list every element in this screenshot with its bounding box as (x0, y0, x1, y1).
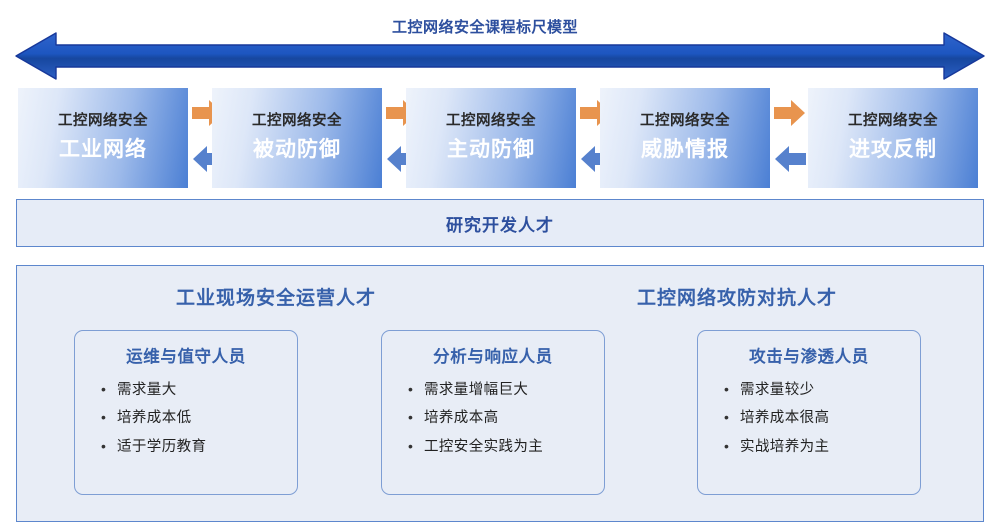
list-item-label: 需求量较少 (740, 382, 815, 398)
list-item-label: 培养成本低 (117, 410, 192, 427)
bullet-icon: • (408, 381, 414, 397)
group-title-field-operations: 工业现场安全运营人才 (175, 288, 376, 309)
maturity-level-strip: 工控网络安全 工业网络 工控网络安全 被动防御 工控网络安全 主动防御 (0, 88, 1000, 188)
bullet-icon: • (724, 409, 730, 426)
arrow-left-icon (192, 144, 224, 174)
list-item-label: 实战培养为主 (740, 438, 830, 455)
level-title: 进攻反制 (849, 138, 937, 162)
bullet-icon: • (101, 381, 107, 397)
list-item: • 培养成本很高 (724, 404, 920, 432)
card-title: 运维与值守人员 (126, 348, 246, 366)
card-bullet-list: • 需求量较少 • 培养成本很高 • 实战培养为主 (698, 376, 920, 461)
card-title: 攻击与渗透人员 (749, 348, 869, 366)
talent-card-analysis[interactable]: 分析与响应人员 • 需求量增幅巨大 • 培养成本高 • 工控安全实践为主 (381, 330, 605, 495)
level-box-passive-defense[interactable]: 工控网络安全 被动防御 (212, 88, 382, 188)
connector-4 (770, 88, 810, 188)
level-box-threat-intelligence[interactable]: 工控网络安全 威胁情报 (600, 88, 770, 188)
level-box-active-defense[interactable]: 工控网络安全 主动防御 (406, 88, 576, 188)
research-talent-label: 研究开发人才 (446, 215, 554, 235)
level-subtitle: 工控网络安全 (446, 113, 536, 130)
level-subtitle: 工控网络安全 (640, 113, 730, 130)
card-bullet-list: • 需求量大 • 培养成本低 • 适于学历教育 (75, 376, 297, 461)
list-item-label: 适于学历教育 (117, 438, 207, 455)
talent-panel: 工业现场安全运营人才 工控网络攻防对抗人才 运维与值守人员 • 需求量大 • 培养成… (16, 265, 984, 522)
bullet-icon: • (101, 409, 107, 426)
level-title: 主动防御 (447, 138, 535, 162)
arrow-left-icon (386, 144, 418, 174)
group-title-offense-defense: 工控网络攻防对抗人才 (636, 288, 837, 309)
bullet-icon: • (408, 437, 414, 454)
list-item-label: 工控安全实践为主 (424, 438, 544, 455)
list-item: • 培养成本低 (101, 404, 297, 432)
talent-card-offense[interactable]: 攻击与渗透人员 • 需求量较少 • 培养成本很高 • 实战培养为主 (697, 330, 921, 495)
arrow-left-icon (580, 144, 612, 174)
level-title: 威胁情报 (641, 138, 729, 162)
list-item: • 培养成本高 (408, 404, 604, 432)
list-item: • 需求量增幅巨大 (408, 376, 604, 404)
bullet-icon: • (724, 437, 730, 454)
double-arrow-icon (14, 30, 986, 82)
bullet-icon: • (408, 409, 414, 426)
level-title: 工业网络 (59, 138, 147, 162)
list-item: • 适于学历教育 (101, 433, 297, 461)
list-item: • 工控安全实践为主 (408, 433, 604, 461)
list-item-label: 需求量增幅巨大 (424, 382, 529, 398)
arrow-right-icon (774, 98, 806, 128)
bullet-icon: • (724, 381, 730, 397)
level-box-industrial-network[interactable]: 工控网络安全 工业网络 (18, 88, 188, 188)
level-box-offensive-counter[interactable]: 工控网络安全 进攻反制 (808, 88, 978, 188)
level-subtitle: 工控网络安全 (252, 113, 342, 130)
level-subtitle: 工控网络安全 (58, 113, 148, 130)
list-item-label: 需求量大 (117, 382, 177, 398)
page-title: 工控网络安全课程标尺模型 (391, 19, 578, 36)
research-talent-band[interactable]: 研究开发人才 (16, 199, 984, 247)
list-item: • 需求量较少 (724, 376, 920, 404)
card-title: 分析与响应人员 (433, 348, 553, 366)
list-item-label: 培养成本高 (424, 410, 499, 427)
card-bullet-list: • 需求量增幅巨大 • 培养成本高 • 工控安全实践为主 (382, 376, 604, 461)
list-item: • 需求量大 (101, 376, 297, 404)
arrow-left-icon (774, 144, 806, 174)
talent-card-ops[interactable]: 运维与值守人员 • 需求量大 • 培养成本低 • 适于学历教育 (74, 330, 298, 495)
list-item: • 实战培养为主 (724, 433, 920, 461)
list-item-label: 培养成本很高 (740, 410, 830, 427)
bullet-icon: • (101, 437, 107, 454)
level-title: 被动防御 (253, 138, 341, 162)
level-subtitle: 工控网络安全 (848, 113, 938, 130)
